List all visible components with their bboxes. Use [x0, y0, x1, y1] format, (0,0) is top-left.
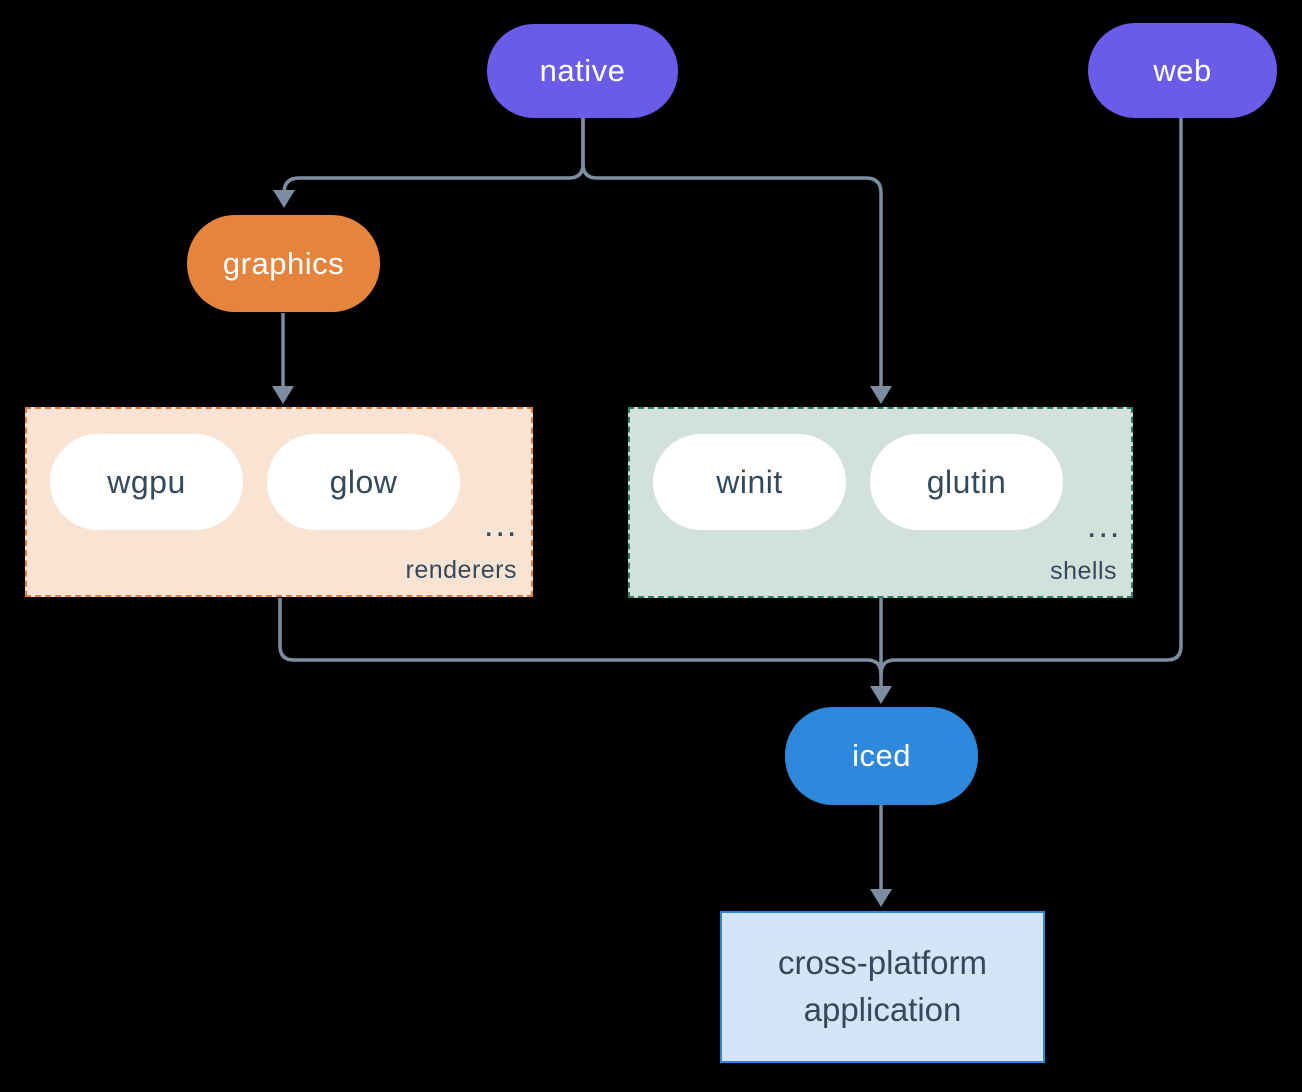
renderers-ellipsis: ...	[484, 506, 519, 544]
group-renderers: wgpu glow ... renderers	[25, 407, 533, 597]
group-shells-label: shells	[1050, 557, 1117, 585]
node-glutin-label: glutin	[926, 463, 1007, 500]
node-winit-label: winit	[716, 463, 783, 500]
arrowhead-iced-icon	[870, 686, 892, 704]
node-wgpu-label: wgpu	[107, 463, 186, 500]
node-glow[interactable]: glow	[267, 434, 460, 530]
node-wgpu[interactable]: wgpu	[50, 434, 243, 530]
node-application-label-line1: cross-platform	[777, 944, 988, 982]
node-native-label: native	[539, 53, 626, 88]
edge-native-shells	[581, 118, 883, 387]
shells-ellipsis: ...	[1087, 506, 1122, 545]
arrowhead-renderers-icon	[272, 386, 294, 404]
node-graphics-label: graphics	[222, 245, 345, 281]
node-graphics[interactable]: graphics	[187, 215, 380, 312]
node-glutin[interactable]: glutin	[870, 434, 1063, 530]
edge-renderers-iced	[278, 598, 883, 675]
group-shells: winit glutin ... shells	[628, 407, 1133, 598]
node-web-label: web	[1153, 52, 1212, 88]
node-winit[interactable]: winit	[653, 434, 846, 530]
arrowhead-app-icon	[870, 889, 892, 907]
node-application[interactable]: cross-platform application	[720, 911, 1045, 1063]
node-iced-label: iced	[852, 738, 911, 773]
node-native[interactable]: native	[487, 24, 678, 118]
edge-native-graphics	[282, 118, 585, 194]
node-iced[interactable]: iced	[785, 707, 978, 805]
node-application-label-line2: application	[803, 991, 962, 1028]
group-renderers-label: renderers	[405, 556, 517, 584]
node-glow-label: glow	[329, 463, 398, 500]
arrowhead-graphics-icon	[273, 190, 295, 208]
node-web[interactable]: web	[1088, 23, 1277, 118]
arrowhead-shells-icon	[870, 386, 892, 404]
